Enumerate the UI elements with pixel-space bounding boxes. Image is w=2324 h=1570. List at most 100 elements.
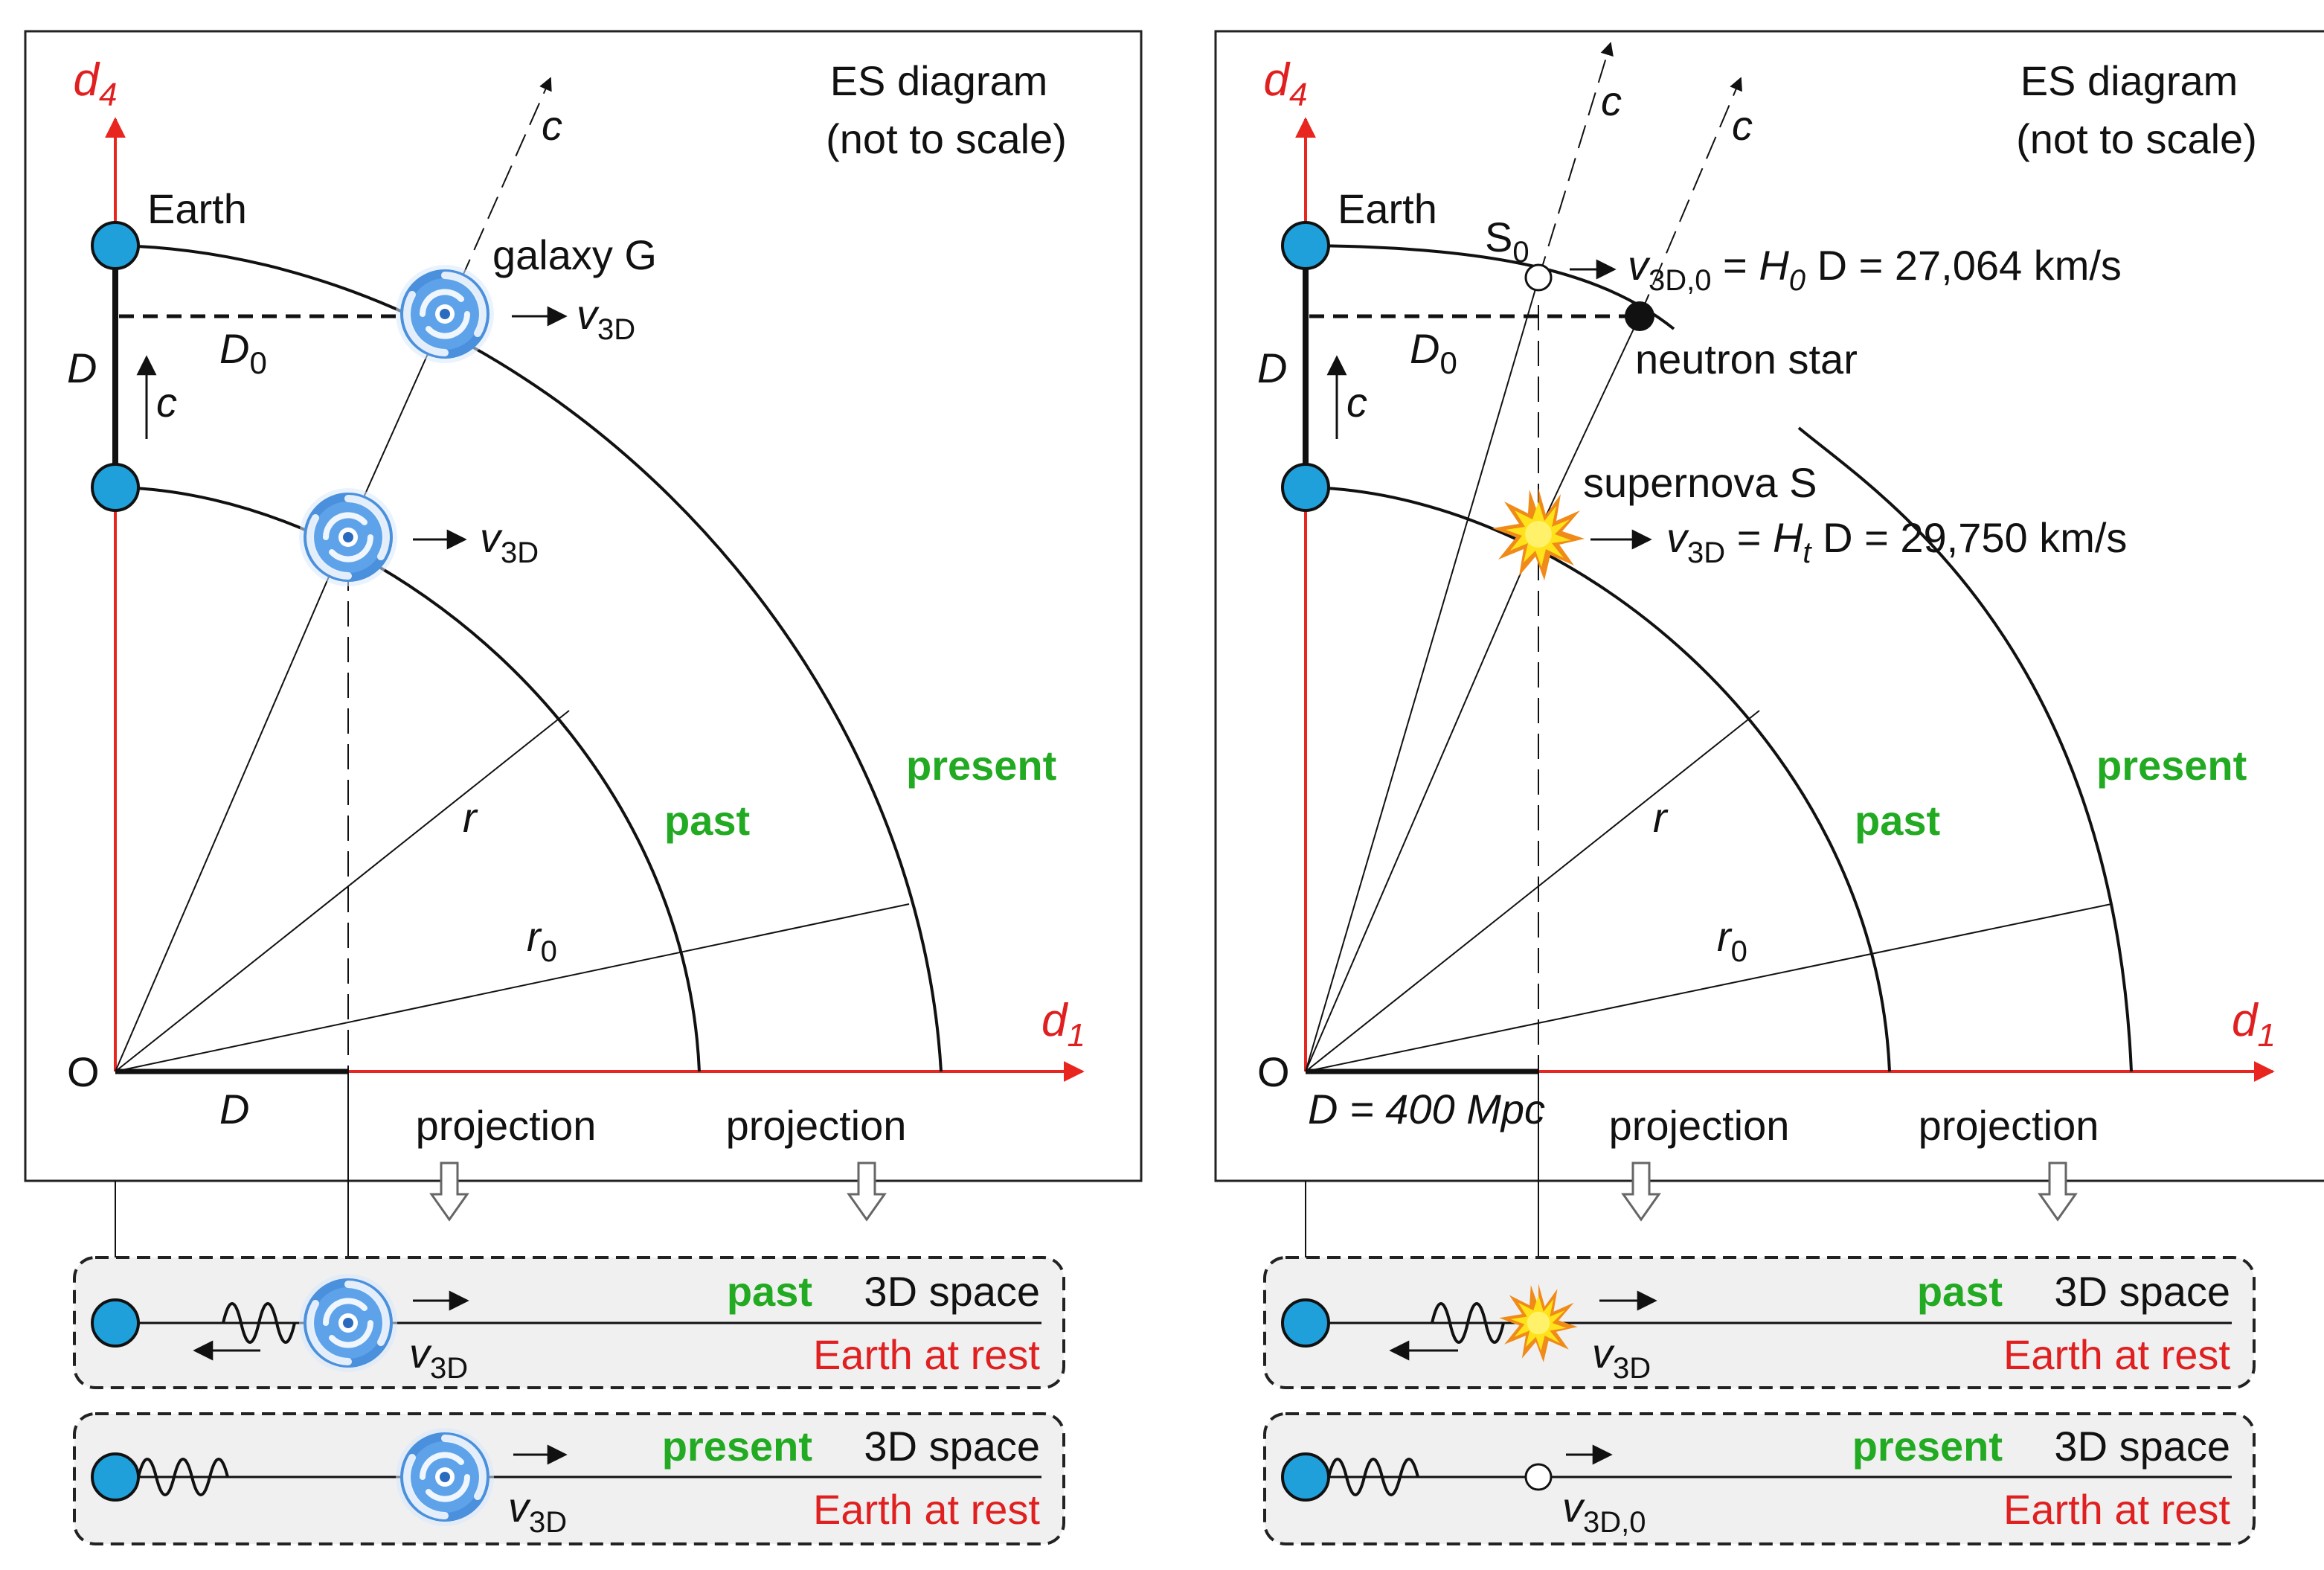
left-v3d-label-past: v3D [480, 514, 539, 569]
left-radial-to-galaxy [115, 531, 349, 1072]
right-radial-r0 [1305, 903, 2112, 1072]
right-title-line2: (not to scale) [2016, 115, 2257, 162]
right-strip-present-s0-open-circle-icon [1524, 1463, 1553, 1491]
right-strip-past-space: 3D space [2054, 1268, 2230, 1315]
left-strip-present: v3D present 3D space Earth at rest [73, 1412, 1065, 1545]
left-strip-present-space: 3D space [864, 1423, 1040, 1470]
right-projection-label-2: projection [1919, 1102, 2099, 1149]
right-s0-label: S0 [1485, 214, 1529, 269]
left-strip-past-v-label: v3D [409, 1330, 468, 1385]
right-title-line1: ES diagram [2020, 57, 2238, 104]
left-present-arc [115, 244, 943, 1072]
left-earth-label: Earth [147, 185, 247, 232]
right-strip-past: v3D past 3D space Earth at rest [1263, 1256, 2256, 1389]
left-r0-label: r0 [527, 913, 557, 968]
right-supernova-label: supernova S [1583, 459, 1817, 506]
right-neutron-star-icon [1625, 301, 1654, 331]
left-title-line1: ES diagram [830, 57, 1048, 104]
right-strip-past-tag: past [1917, 1268, 2003, 1315]
right-present-arc-lower [1797, 426, 2133, 1072]
right-earth-label: Earth [1338, 185, 1437, 232]
left-diagram-frame [24, 30, 1143, 1182]
left-galaxy-past-icon [299, 488, 397, 586]
right-earth-present-icon [1281, 221, 1330, 270]
right-c-up-label: c [1346, 379, 1367, 426]
right-origin-label: O [1257, 1048, 1290, 1095]
right-earth-past-icon [1281, 463, 1330, 512]
left-origin-label: O [67, 1048, 100, 1095]
right-panel: ES diagram (not to scale) d4 d1 O c c D … [1214, 30, 2324, 1545]
left-galaxy-label: galaxy G [492, 231, 657, 278]
right-D-bottom-label: D = 400 Mpc [1308, 1086, 1545, 1132]
right-radial-to-s0 [1305, 278, 1539, 1072]
left-r-label: r [463, 794, 478, 841]
left-present-label: present [906, 742, 1056, 789]
right-r0-label: r0 [1717, 913, 1747, 968]
right-light-ray [1538, 315, 1640, 533]
left-radial-r0 [115, 903, 910, 1072]
right-strip-present-space: 3D space [2054, 1423, 2230, 1470]
right-c-ray-label-1: c [1601, 77, 1622, 124]
left-strip-past-galaxy-icon [299, 1274, 397, 1372]
left-c-up-label: c [156, 379, 177, 426]
left-d4-label: d4 [74, 54, 118, 113]
right-past-label: past [1855, 797, 1940, 844]
left-v3d-label-present: v3D [577, 291, 635, 346]
right-strip-present-wave-icon [1327, 1458, 1419, 1496]
left-d1-label: d1 [1041, 995, 1085, 1054]
right-strip-present-rest: Earth at rest [2003, 1486, 2230, 1533]
left-strip-present-galaxy-icon [396, 1428, 494, 1526]
left-D0-label: D0 [219, 325, 267, 380]
right-strip-present-v-label: v3D,0 [1562, 1484, 1646, 1539]
right-v3d0-equation: v3D,0 = H0 D = 27,064 km/s [1628, 242, 2122, 297]
right-projection-label-1: projection [1609, 1102, 1790, 1149]
right-diagram-frame [1214, 30, 2324, 1182]
left-title-line2: (not to scale) [826, 115, 1067, 162]
right-present-label: present [2096, 742, 2247, 789]
left-D-bottom-label: D [219, 1086, 249, 1132]
left-strip-present-v-label: v3D [508, 1484, 567, 1539]
right-r-label: r [1653, 794, 1669, 841]
left-c-ray-label: c [542, 102, 562, 149]
left-strip-past-space: 3D space [864, 1268, 1040, 1315]
left-strip-present-rest: Earth at rest [813, 1486, 1040, 1533]
right-past-arc [1305, 486, 1891, 1072]
right-strip-present-tag: present [1852, 1423, 2003, 1470]
right-strip-past-v-label: v3D [1592, 1330, 1651, 1385]
left-strip-present-wave-icon [137, 1458, 229, 1496]
left-past-label: past [664, 797, 750, 844]
right-strip-past-earth-icon [1281, 1298, 1330, 1348]
left-earth-present-icon [91, 221, 140, 270]
left-strip-past-earth-icon [91, 1298, 140, 1348]
right-radial-to-supernova [1305, 531, 1539, 1072]
left-strip-past: v3D past 3D space Earth at rest [73, 1256, 1065, 1389]
right-s0-open-circle-icon [1524, 263, 1553, 292]
right-light-ray-dashed [1639, 77, 1742, 317]
right-light-ray-s0-dashed [1538, 42, 1614, 280]
right-strip-past-rest: Earth at rest [2003, 1331, 2230, 1378]
right-D-label: D [1257, 345, 1287, 391]
left-D-label: D [67, 345, 97, 391]
right-radial-r [1305, 710, 1760, 1072]
left-strip-past-wave-icon [222, 1302, 296, 1344]
left-earth-past-icon [91, 463, 140, 512]
right-d1-label: d1 [2232, 995, 2276, 1054]
left-strip-past-rest: Earth at rest [813, 1331, 1040, 1378]
left-galaxy-present-icon [396, 265, 494, 363]
left-strip-past-tag: past [727, 1268, 812, 1315]
right-strip-present-earth-icon [1281, 1452, 1330, 1502]
left-strip-present-earth-icon [91, 1452, 140, 1502]
right-c-ray-label-2: c [1732, 102, 1753, 149]
left-radial-r [115, 710, 570, 1072]
right-D0-label: D0 [1410, 325, 1457, 380]
left-projection-label-2: projection [726, 1102, 907, 1149]
left-projection-label-1: projection [416, 1102, 597, 1149]
right-d4-label: d4 [1264, 54, 1308, 113]
right-strip-present: v3D,0 present 3D space Earth at rest [1263, 1412, 2256, 1545]
right-strip-past-wave-icon [1431, 1302, 1505, 1344]
left-panel: ES diagram (not to scale) d4 d1 O c D c … [24, 30, 1143, 1545]
right-v3d-equation: v3D = Ht D = 29,750 km/s [1666, 514, 2127, 569]
left-past-arc [115, 486, 701, 1072]
right-neutron-star-label: neutron star [1635, 336, 1858, 382]
